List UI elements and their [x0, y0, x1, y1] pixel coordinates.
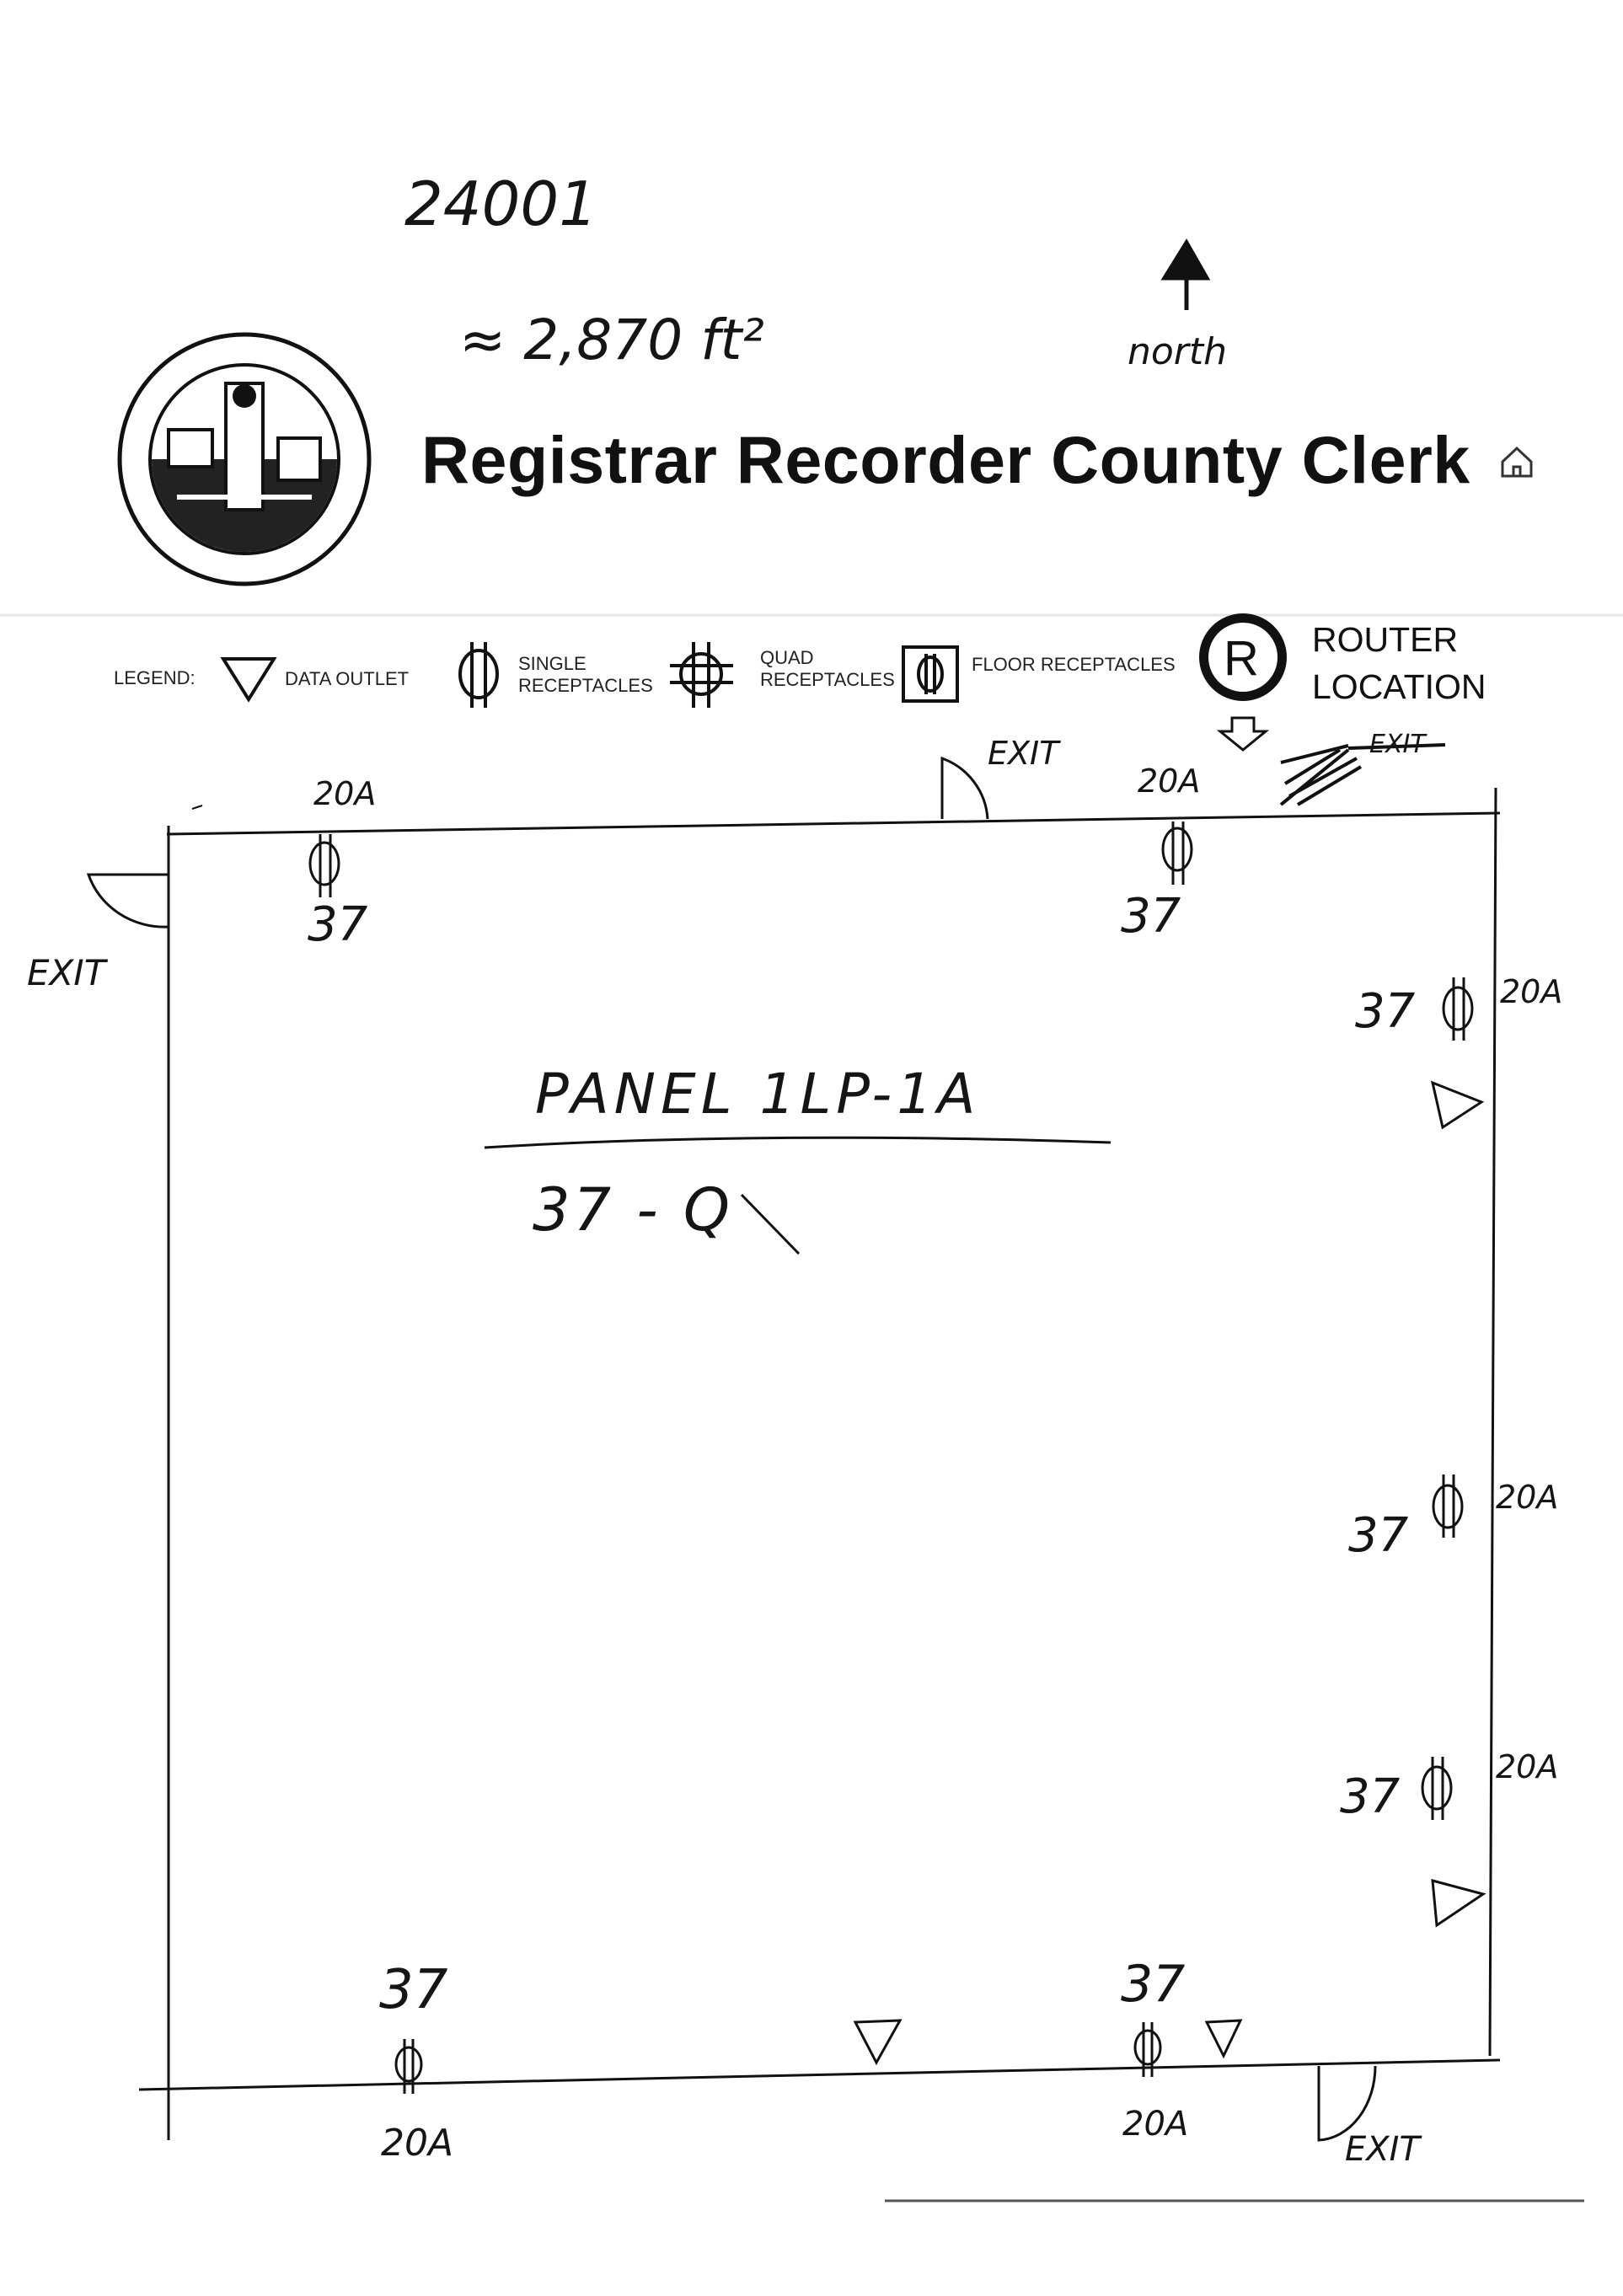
area-note: ≈ 2,870 ft²: [459, 308, 764, 372]
router-label-line2: LOCATION: [1312, 667, 1486, 706]
exit-door-left-icon: [86, 873, 169, 929]
receptacle-amps: 20A: [1122, 2105, 1189, 2143]
receptacle-circuit: 37: [308, 897, 368, 952]
router-label-line1: ROUTER: [1312, 620, 1459, 659]
page-title: Registrar Recorder County Clerk: [421, 422, 1470, 497]
data-outlet-symbol: [853, 2019, 903, 2066]
data-outlet-symbol: [1431, 1878, 1486, 1928]
panel-circuits: 37 - Q: [533, 1175, 733, 1244]
single-receptacle-icon: [458, 642, 499, 708]
exit-door-bottom-icon: [1317, 2065, 1377, 2142]
receptacle-amps: 20A: [1500, 973, 1563, 1010]
receptacle-circuit: 37: [1348, 1508, 1409, 1563]
floor-receptacle-icon: [902, 645, 959, 703]
legend-label-quad: QUAD RECEPTACLES: [760, 647, 895, 690]
exit-door-top-icon: [940, 756, 989, 820]
receptacle-amps: 20A: [381, 2122, 454, 2165]
panel-underline: [484, 1136, 1111, 1149]
data-outlet-icon: [220, 657, 277, 703]
home-icon: [1501, 446, 1533, 478]
router-icon: [1199, 613, 1287, 752]
receptacle-circuit: 37: [1121, 889, 1181, 944]
receptacle-symbol: [1133, 2022, 1162, 2077]
exit-label-bottom: EXIT: [1345, 2130, 1420, 2169]
legend-label-data-outlet: DATA OUTLET: [285, 668, 410, 689]
receptacle-symbol: [1421, 1757, 1453, 1820]
receptacle-symbol: [1432, 1474, 1464, 1538]
receptacle-symbol: [1161, 822, 1193, 885]
north-label: north: [1128, 330, 1228, 373]
floor-plan-walls: [138, 787, 1501, 2140]
quad-receptacle-icon: [670, 642, 733, 708]
legend-label-floor: FLOOR RECEPTACLES: [972, 654, 1176, 675]
exit-label-left: EXIT: [27, 952, 106, 993]
receptacle-circuit: 37: [1355, 984, 1416, 1039]
receptacle-amps: 20A: [313, 775, 377, 812]
legend-label-single: SINGLE RECEPTACLES: [518, 653, 653, 696]
receptacle-amps: 20A: [1496, 1748, 1559, 1785]
receptacle-amps: 20A: [1496, 1479, 1559, 1516]
receptacle-circuit: 37: [379, 1959, 448, 2021]
exit-label-top: EXIT: [988, 735, 1059, 772]
north-arrow-icon: [1160, 238, 1211, 310]
receptacle-symbol: [1442, 977, 1474, 1041]
site-number: 24001: [404, 169, 598, 239]
receptacle-symbol: [308, 834, 340, 897]
receptacle-circuit: 37: [1121, 1955, 1186, 2014]
receptacle-circuit: 37: [1340, 1769, 1401, 1824]
data-outlet-symbol: [1204, 2019, 1243, 2059]
panel-title: PANEL 1LP-1A: [535, 1062, 981, 1127]
data-outlet-symbol: [1430, 1080, 1485, 1130]
county-seal-logo: [117, 332, 372, 586]
exit-label-struck: EXIT: [1369, 730, 1426, 759]
legend-label: LEGEND:: [114, 667, 196, 688]
struck-out-mark: [1279, 744, 1363, 806]
router-glyph: R: [1224, 631, 1259, 686]
receptacle-amps: 20A: [1138, 763, 1201, 800]
receptacle-symbol: [394, 2039, 423, 2094]
